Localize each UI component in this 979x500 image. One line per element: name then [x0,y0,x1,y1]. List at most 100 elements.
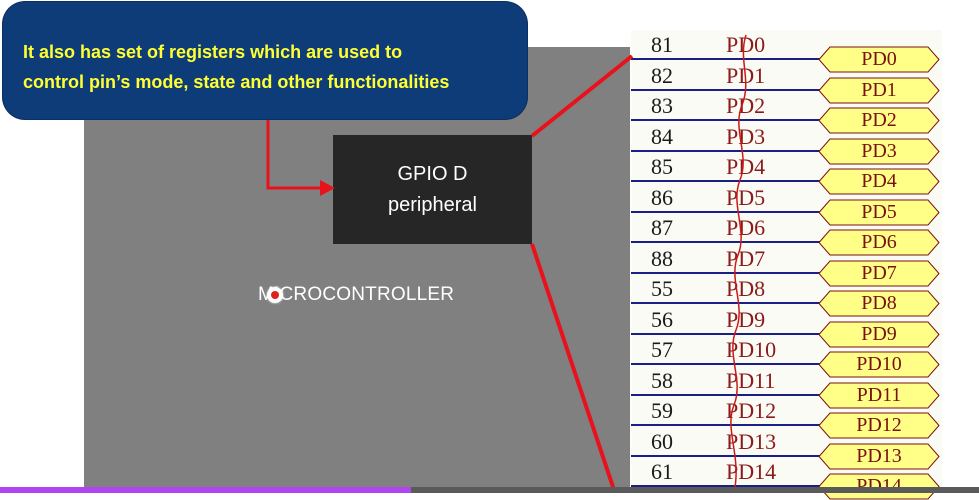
pin-row: 87 PD6 [631,215,831,246]
pin-number: 87 [651,215,673,240]
port-tag-shape [818,290,940,317]
pin-number: 58 [651,367,673,393]
port-tag-label: PD8 [861,292,897,314]
port-tag: PD11 [818,382,940,409]
net-line [631,363,821,365]
pin-row: 60 PD13 [631,429,831,460]
pin-row: 55 PD8 [631,276,831,307]
port-tag-shape [818,199,940,225]
port-tag-label: PD1 [861,78,897,101]
port-tag: PD9 [818,321,940,348]
pin-row: 85 PD4 [631,154,831,185]
net-line [631,210,821,213]
port-tag-shape [818,321,940,347]
pin-name: PD12 [726,398,777,423]
pin-number: 84 [651,123,673,149]
pin-row: 86 PD5 [631,185,831,216]
port-tag-label: PD9 [861,322,897,345]
pin-number: 60 [651,428,673,454]
pin-number: 81 [651,32,673,57]
pin-name: PD5 [726,184,766,210]
pin-row: 82 PD1 [631,63,831,94]
net-line [631,302,821,304]
port-tag: PD5 [818,199,940,226]
port-tag-shape [818,351,940,378]
port-tag-label: PD4 [861,170,897,192]
pin-number: 85 [651,154,673,179]
gpio-d-peripheral-block: GPIO D peripheral [333,135,532,244]
port-tag-shape [818,229,940,256]
pin-number: 83 [651,93,673,118]
pin-row: 56 PD9 [631,307,831,338]
pin-name: PD10 [726,337,777,362]
pin-number: 56 [651,306,673,332]
port-tag-shape [818,46,940,73]
pin-number: 88 [651,245,673,271]
port-tag: PD3 [818,138,940,165]
pin-name: PD13 [726,428,777,454]
pin-name: PD4 [726,154,766,179]
port-tag-shape [818,138,940,164]
cursor-pointer-icon [267,287,283,303]
port-tag-shape [818,77,940,103]
pin-name: PD0 [726,32,766,57]
pin-number: 82 [651,62,673,88]
gpio-box-line2: peripheral [388,193,477,216]
callout-box: It also has set of registers which are u… [3,2,527,119]
port-tag-shape [818,443,940,469]
port-tag: PD6 [818,229,940,256]
net-line [631,241,821,243]
net-line [631,180,821,182]
net-line [631,424,821,426]
port-tag: PD13 [818,443,940,470]
pin-name: PD7 [726,245,766,271]
net-line [631,271,821,274]
pin-row: 81 PD0 [631,32,831,63]
pin-name: PD14 [726,459,777,484]
port-tag-label: PD3 [861,139,897,162]
pin-row: 59 PD12 [631,398,831,429]
port-tag-shape [818,260,940,286]
pin-name: PD9 [726,306,766,332]
pin-name: PD1 [726,62,766,88]
pin-name: PD11 [726,367,776,393]
port-tag-label: PD7 [861,261,897,284]
port-tag-label: PD11 [856,383,902,406]
port-tag: PD2 [818,107,940,134]
port-tag-shape [818,412,940,439]
video-progress-remaining[interactable] [411,487,979,493]
pin-row: 58 PD11 [631,368,831,399]
pin-name: PD8 [726,276,766,301]
pin-number: 55 [651,276,673,301]
port-tag-label: PD12 [856,414,902,436]
pin-number: 59 [651,398,673,423]
port-tag: PD7 [818,260,940,287]
port-tag-label: PD10 [856,353,902,375]
net-line [631,332,821,335]
port-tag-label: PD6 [861,231,897,253]
pin-name: PD2 [726,93,766,118]
net-line [631,393,821,396]
net-line [631,454,821,457]
video-progress-played[interactable] [0,487,411,493]
port-tag-label: PD2 [861,109,897,131]
pin-number: 57 [651,337,673,362]
gpio-box-line1: GPIO D [397,162,468,185]
port-tag: PD10 [818,351,940,378]
port-tag-shape [818,168,940,195]
pin-row: 57 PD10 [631,337,831,368]
microcontroller-label: MICROCONTROLLER [258,284,455,305]
net-line [631,88,821,91]
port-tag: PD4 [818,168,940,195]
pin-number: 86 [651,184,673,210]
port-tag-label: PD5 [861,200,897,223]
port-tag: PD1 [818,77,940,104]
pin-number: 61 [651,459,673,484]
pin-row: 83 PD2 [631,93,831,124]
net-line [631,119,821,121]
port-tag: PD0 [818,46,940,73]
pin-name: PD6 [726,215,766,240]
pin-row: 61 PD14 [631,459,831,490]
port-tag: PD8 [818,290,940,317]
